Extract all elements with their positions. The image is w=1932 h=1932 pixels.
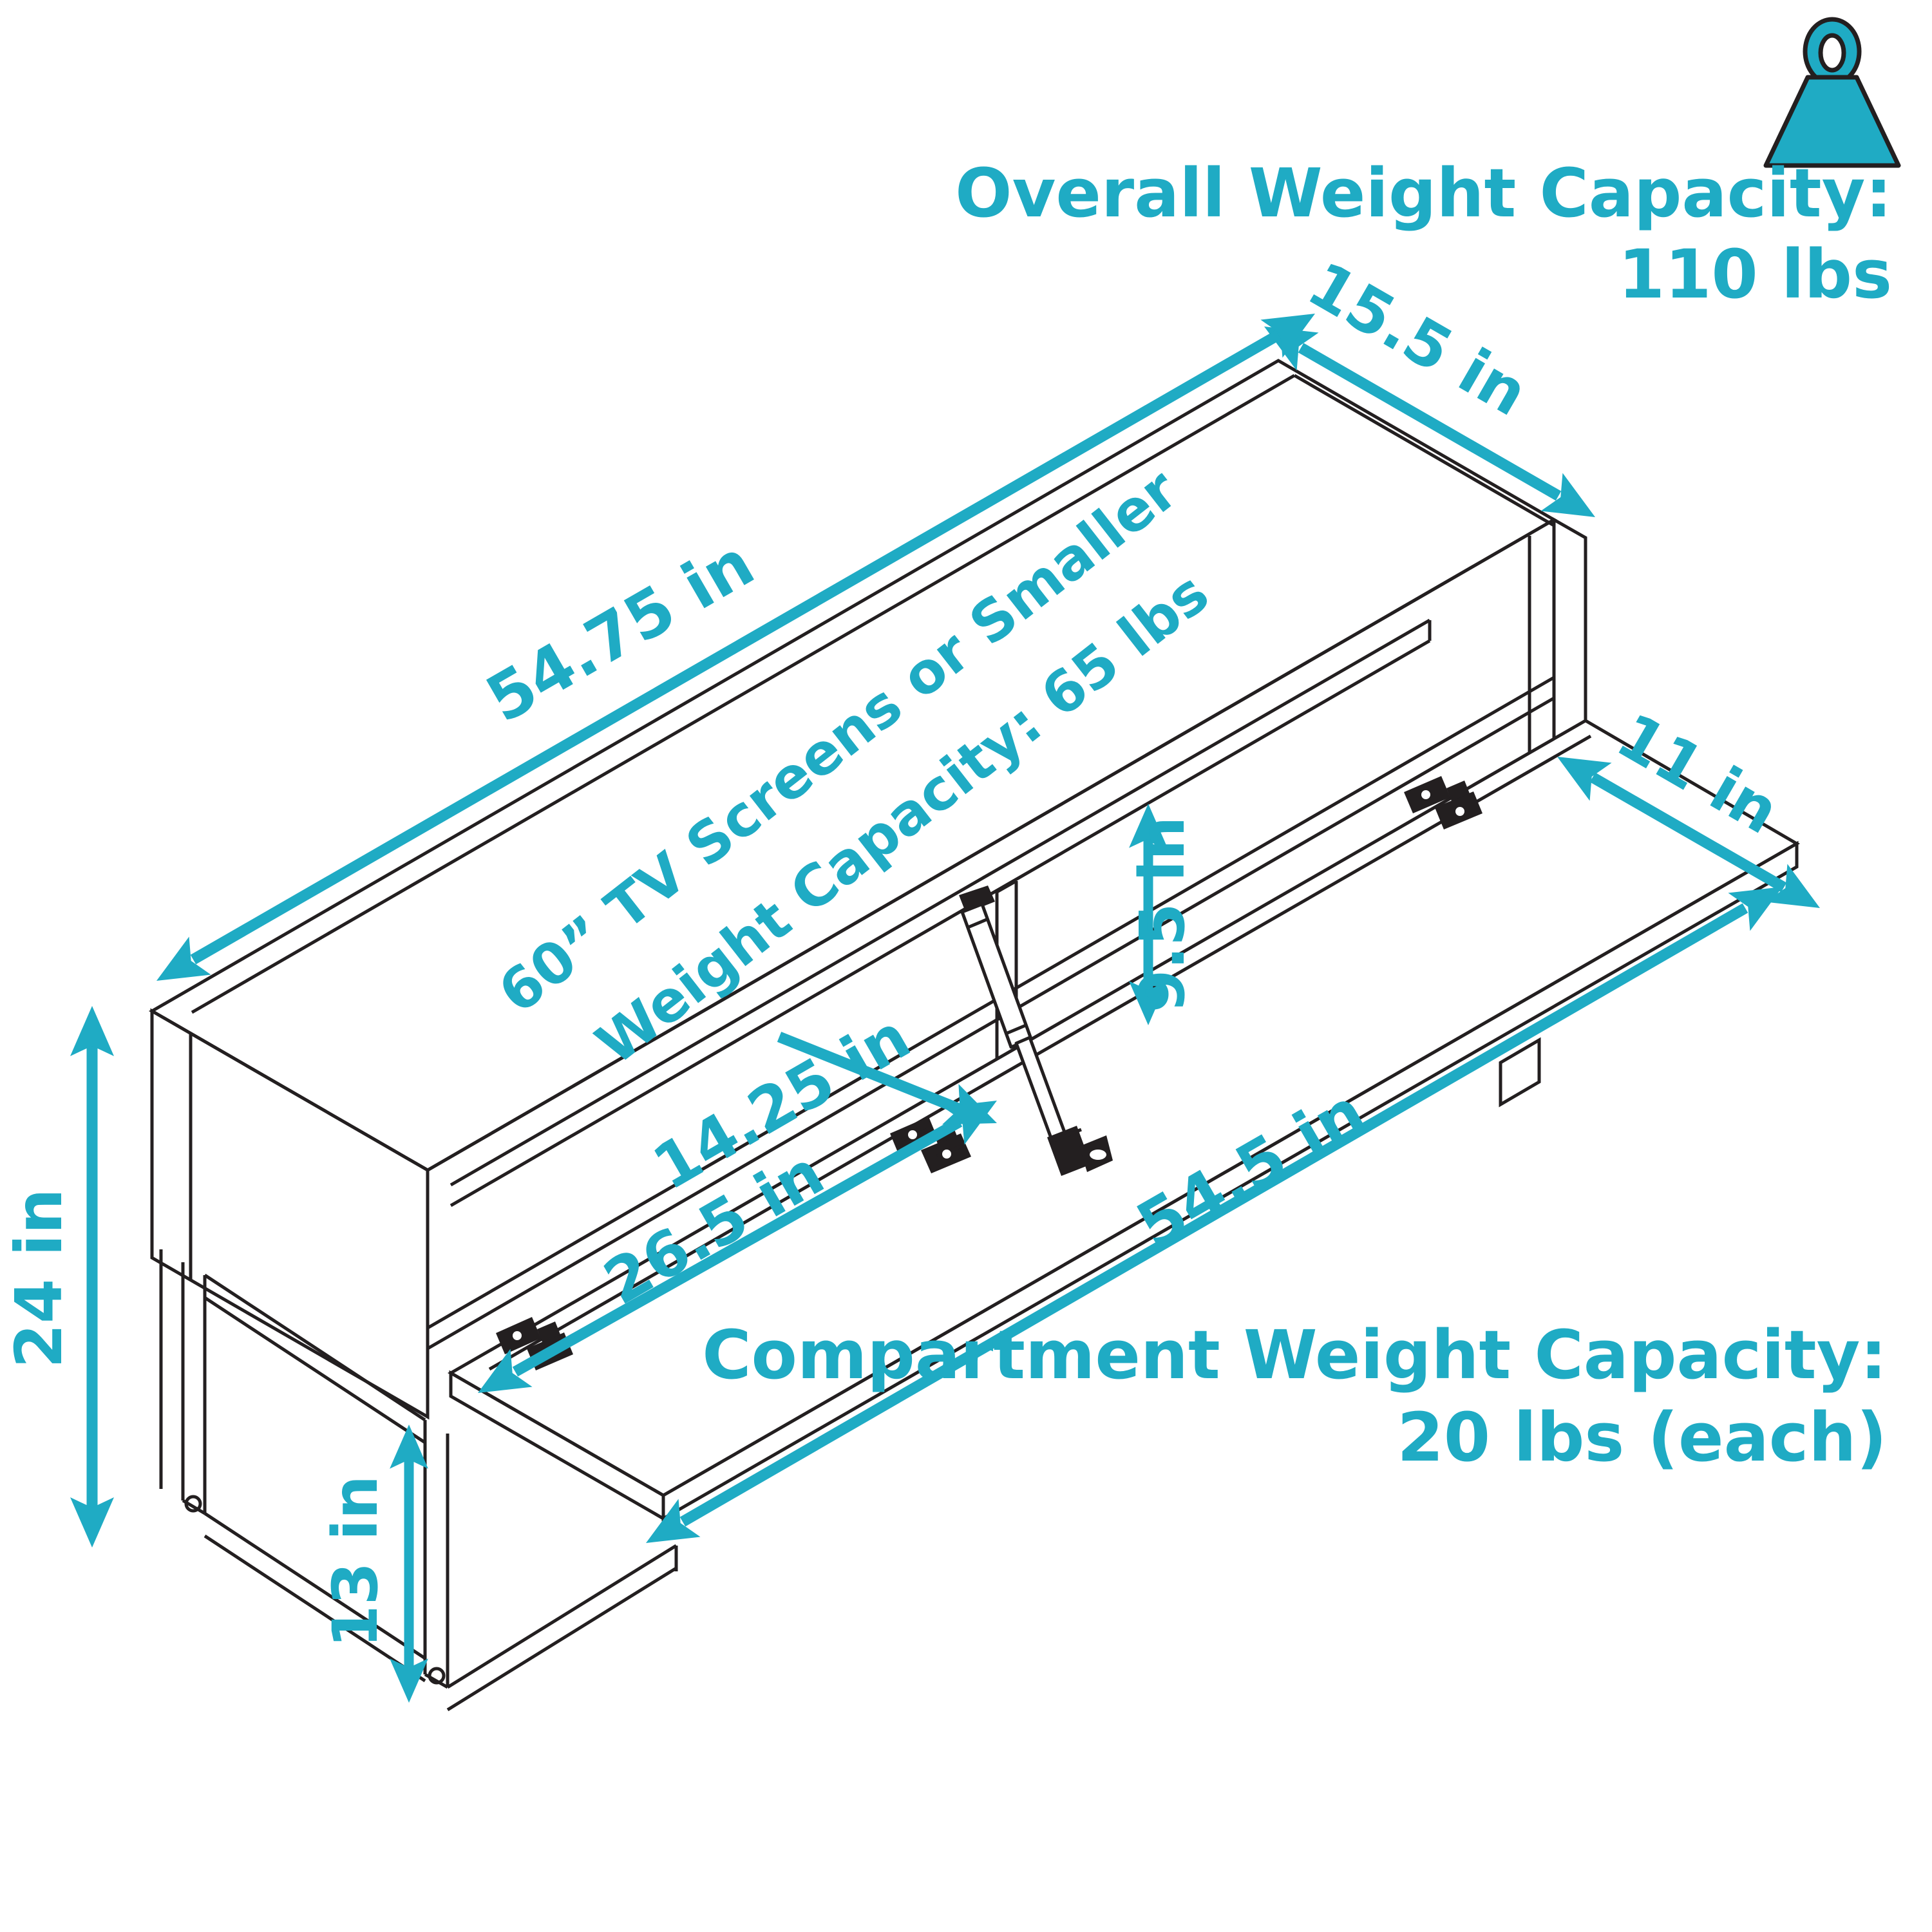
compartment-weight-line1: Compartment Weight Capacity: (702, 1316, 1887, 1394)
hinge-hardware-right (1404, 776, 1482, 829)
compartment-weight-callout: Compartment Weight Capacity: 20 lbs (eac… (702, 1316, 1887, 1477)
fold-down-door-panel (447, 719, 1800, 1522)
weight-icon (1763, 17, 1901, 168)
overall-weight-line1: Overall Weight Capacity: (955, 154, 1892, 232)
dimension-arrow-54-5in (635, 867, 1794, 1562)
dimension-arrow-15-5in (1253, 307, 1606, 536)
dimension-label-9-5in: 9.5 in (1126, 817, 1198, 1013)
open-shelf-interior (426, 518, 1555, 1208)
overall-weight-callout: Overall Weight Capacity: 110 lbs (955, 17, 1901, 314)
metal-leg-frame (159, 1249, 678, 1712)
dimension-arrow-9-5in (1129, 804, 1168, 1025)
compartment-weight-line2: 20 lbs (each) (1397, 1398, 1887, 1477)
dimension-arrow-14-25in (777, 1032, 1005, 1144)
middle-shelf-board (426, 676, 1555, 1350)
dimension-arrow-26-5in (467, 1081, 1008, 1412)
cabinet-left-side-panel (150, 1008, 430, 1420)
dimension-arrow-24in (70, 1006, 114, 1548)
dimension-arrow-11in (1546, 737, 1831, 927)
furniture-illustration (148, 359, 1800, 1712)
dimension-arrow-54-75in (146, 294, 1326, 1000)
cabinet-right-side-panel (1528, 516, 1587, 792)
dimension-label-13in: 13 in (319, 1475, 392, 1648)
dimension-arrow-13in (390, 1425, 428, 1703)
dimension-label-24in: 24 in (1, 1188, 77, 1368)
overall-weight-line2: 110 lbs (1618, 235, 1892, 314)
gas-strut-piston (959, 886, 1113, 1176)
